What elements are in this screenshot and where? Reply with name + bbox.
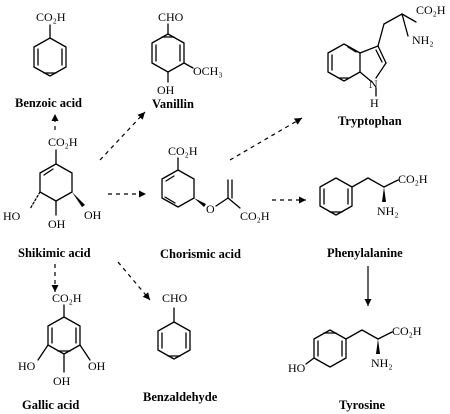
gallic-oh-right: OH xyxy=(88,359,106,373)
vanillin-cho: CHO xyxy=(158,10,184,24)
shikimic-ho: HO xyxy=(3,209,21,223)
vanillin-label: Vanillin xyxy=(152,97,194,111)
tyrosine-ho: HO xyxy=(288,361,306,375)
tryptophan-co2h: CO₂H xyxy=(416,3,446,17)
phenylalanine-nh2: NH₂ xyxy=(377,204,399,218)
vanillin-oh: OH xyxy=(157,83,175,97)
shikimic-oh-bottom: OH xyxy=(48,217,66,231)
benzoic-acid-structure: CO₂H xyxy=(33,10,67,77)
shikimic-co2h: CO₂H xyxy=(48,135,78,149)
shikimic-acid-structure: CO₂H HO OH OH xyxy=(3,135,102,231)
shikimic-oh-right: OH xyxy=(84,208,102,222)
chorismic-o: O xyxy=(206,202,215,216)
chorismic-co2h-right: CO₂H xyxy=(240,209,270,223)
gallic-ho: HO xyxy=(18,359,36,373)
arrow-shikimic-to-benzaldehyde xyxy=(117,261,151,301)
tryptophan-n: N xyxy=(369,77,378,91)
phenylalanine-structure: CO₂H NH₂ xyxy=(319,172,428,218)
phenylalanine-label: Phenylalanine xyxy=(327,246,403,260)
vanillin-structure: CHO OCH₃ OH xyxy=(151,10,223,97)
benzoic-acid-label: Benzoic acid xyxy=(15,96,82,110)
gallic-co2h: CO₂H xyxy=(52,291,82,305)
arrow-chorismic-to-tryptophan xyxy=(229,117,303,161)
benzoic-co2h: CO₂H xyxy=(36,10,66,24)
arrow-shikimic-to-vanillin xyxy=(99,111,146,161)
vanillin-och3: OCH₃ xyxy=(193,64,223,78)
tyrosine-nh2: NH₂ xyxy=(371,356,393,370)
tryptophan-label: Tryptophan xyxy=(338,114,402,128)
tyrosine-structure: HO CO₂H NH₂ xyxy=(288,324,422,375)
tryptophan-h: H xyxy=(370,96,379,110)
tyrosine-label: Tyrosine xyxy=(339,398,386,412)
chorismic-acid-label: Chorismic acid xyxy=(160,247,241,261)
benzaldehyde-label: Benzaldehyde xyxy=(143,390,218,404)
chorismic-acid-structure: CO₂H O CO₂H xyxy=(161,144,270,223)
benzaldehyde-structure: CHO xyxy=(157,291,191,360)
chorismic-co2h-top: CO₂H xyxy=(168,144,198,158)
gallic-acid-label: Gallic acid xyxy=(22,398,79,412)
phenylalanine-co2h: CO₂H xyxy=(398,172,428,186)
gallic-oh-bottom: OH xyxy=(53,374,71,388)
shikimic-acid-label: Shikimic acid xyxy=(18,246,91,260)
tryptophan-nh2: NH₂ xyxy=(412,33,434,47)
tryptophan-structure: CO₂H NH₂ N H xyxy=(327,3,446,110)
gallic-acid-structure: CO₂H HO OH OH xyxy=(18,291,106,388)
benzaldehyde-cho: CHO xyxy=(162,291,188,305)
tyrosine-co2h: CO₂H xyxy=(392,324,422,338)
